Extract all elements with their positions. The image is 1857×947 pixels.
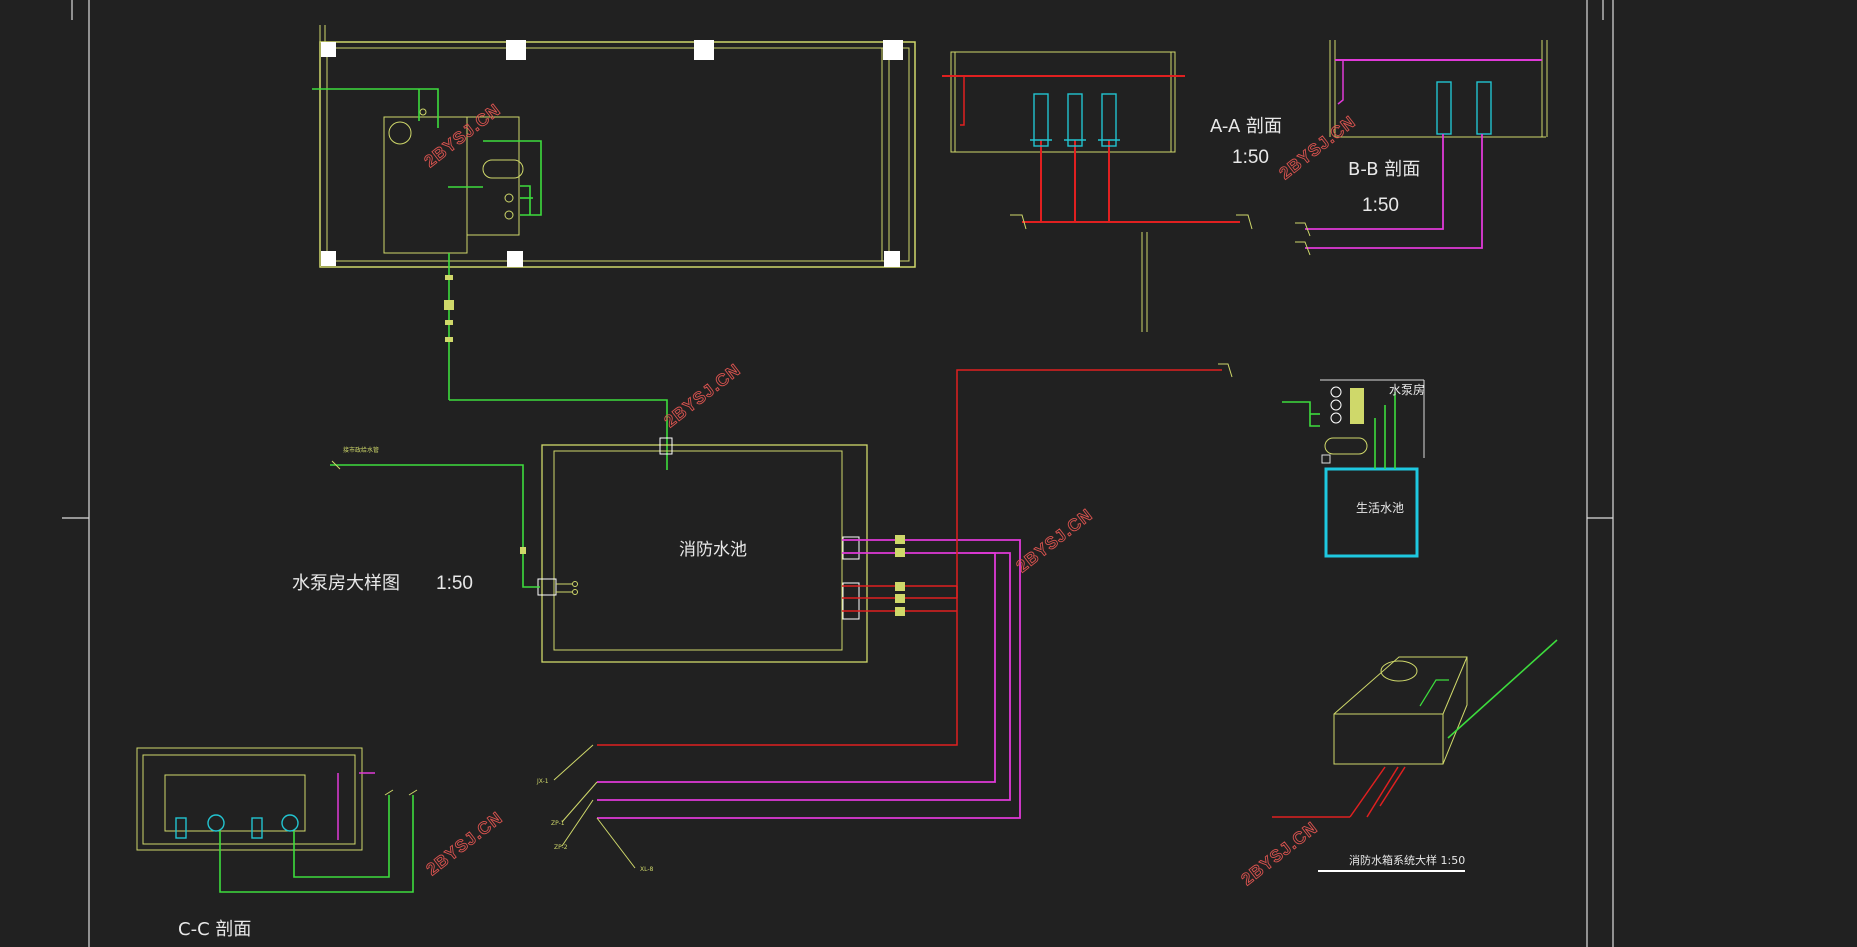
section-bb [1295, 40, 1548, 256]
watermark-4: 2BYSJ.CN [1013, 505, 1097, 576]
pipe-tag-xl: XL-8 [640, 866, 654, 873]
fire-pool-label: 消防水池 [679, 540, 747, 560]
inlet-note: 接市政给水管 [343, 446, 379, 454]
tank-iso [1318, 656, 1468, 872]
main-scale: 1:50 [436, 573, 473, 594]
domestic-pool-label: 生活水池 [1356, 501, 1404, 515]
pipe-tag-jx1: JX-1 [536, 778, 549, 785]
tank-detail-title: 消防水箱系统大样 1:50 [1349, 853, 1465, 867]
main-title: 水泵房大样图 [292, 573, 400, 594]
section-aa [942, 51, 1253, 230]
watermark-2: 2BYSJ.CN [661, 360, 745, 431]
drawing-frame [62, 0, 1614, 947]
pump-room-label: 水泵房 [1389, 382, 1425, 397]
pipe-tag-zp2: ZP-2 [554, 844, 568, 851]
domestic-water [1282, 379, 1425, 558]
pump-room-plan [312, 25, 916, 470]
column-markers [321, 40, 903, 267]
section-aa-scale: 1:50 [1232, 147, 1269, 168]
watermark-5: 2BYSJ.CN [423, 808, 507, 879]
fire-pumps [1030, 93, 1120, 147]
section-bb-scale: 1:50 [1362, 195, 1399, 216]
watermark-6: 2BYSJ.CN [1238, 818, 1322, 889]
section-cc [136, 747, 418, 893]
pipe-tag-zp1: ZP-1 [551, 820, 565, 827]
section-aa-title: A-A 剖面 [1210, 116, 1282, 137]
section-cc-title: C-C 剖面 [178, 919, 251, 940]
watermark-3: 2BYSJ.CN [1276, 112, 1360, 183]
section-bb-title: B-B 剖面 [1348, 159, 1420, 180]
fire-pool [330, 363, 1233, 869]
